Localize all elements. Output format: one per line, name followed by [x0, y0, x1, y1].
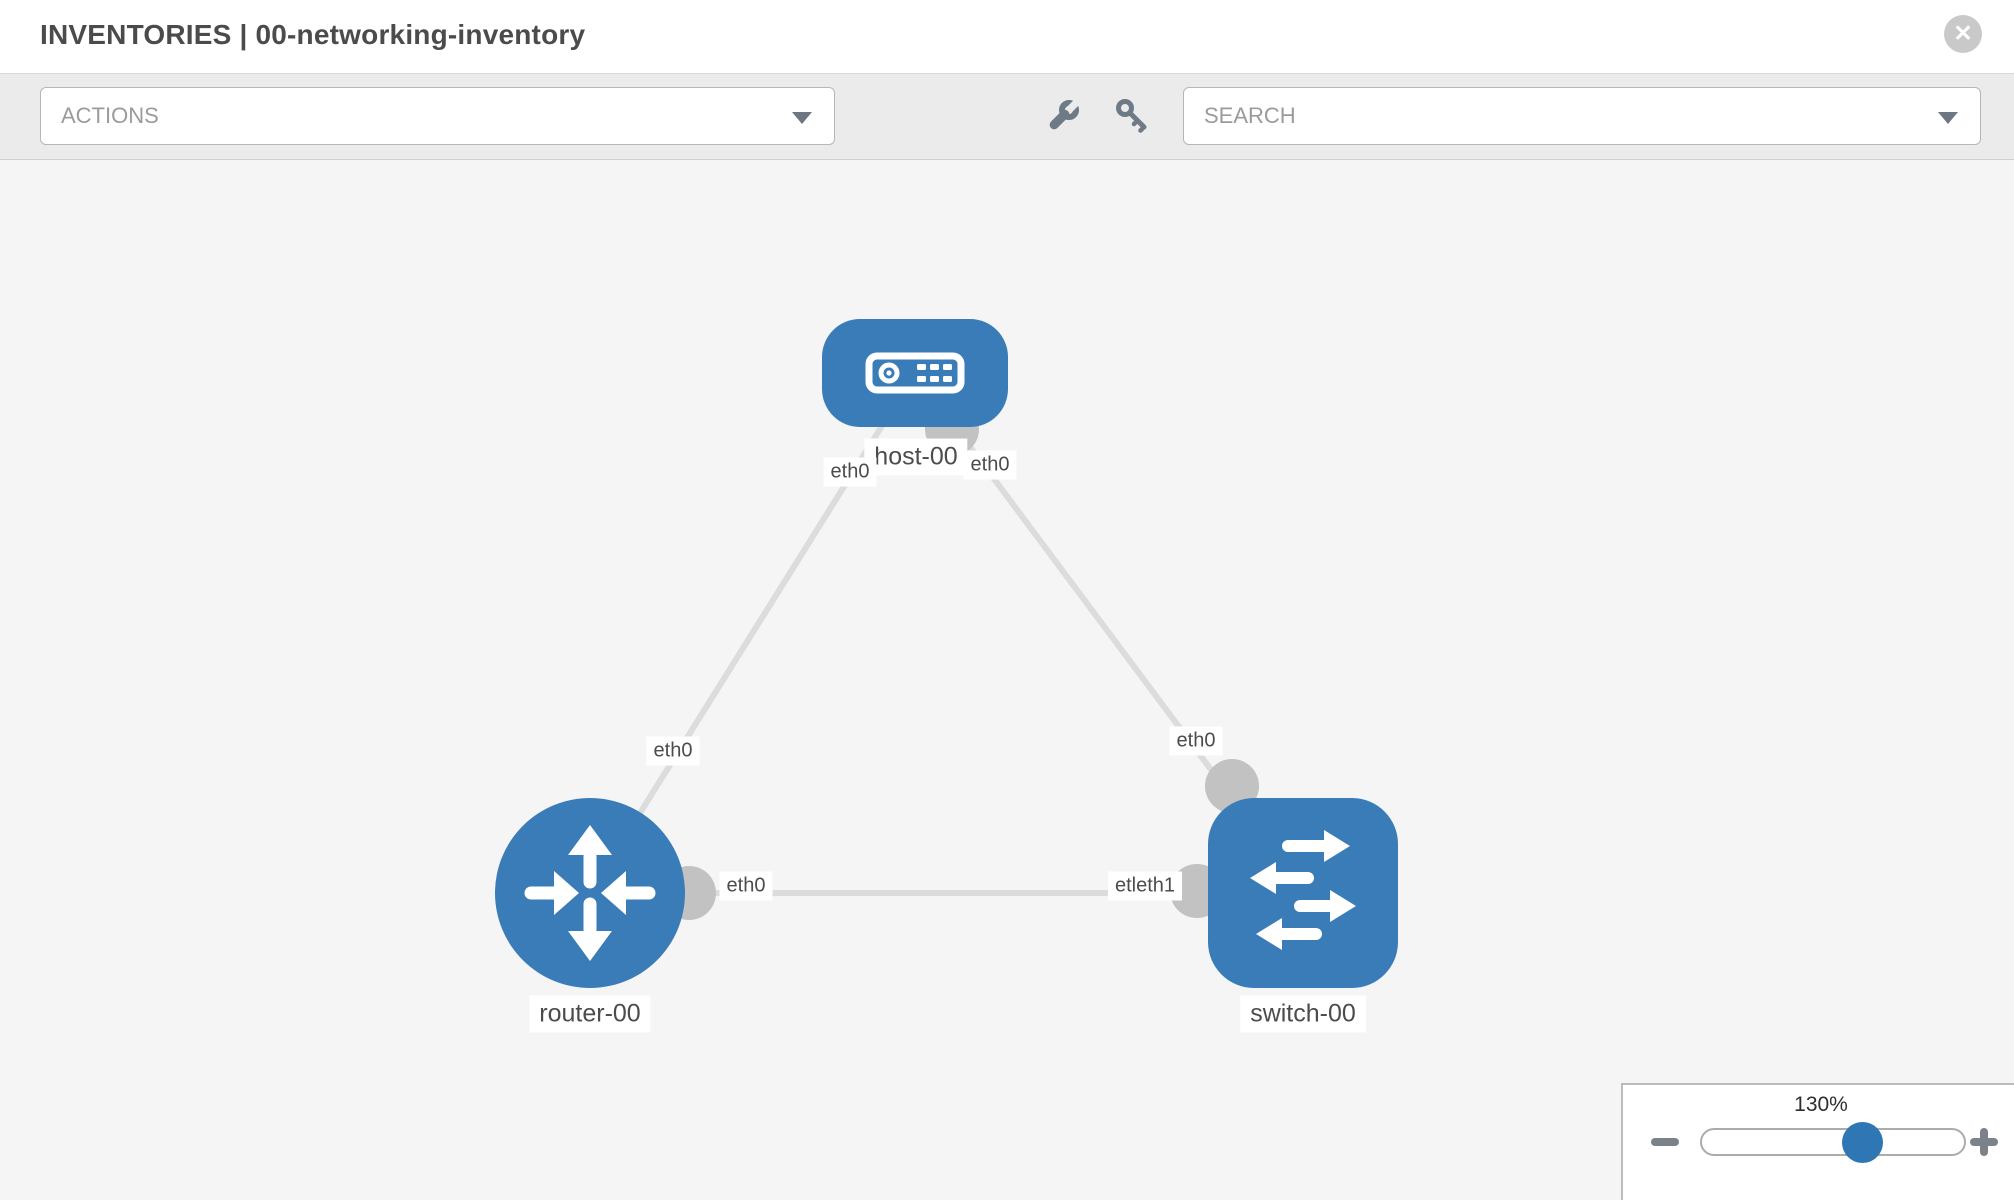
interface-label: eth0: [719, 871, 773, 901]
interface-label: eth0: [963, 450, 1017, 480]
zoom-out-minus-icon[interactable]: [1651, 1138, 1679, 1146]
node-switch-00[interactable]: [1208, 798, 1398, 988]
node-router-00[interactable]: [495, 798, 685, 988]
actions-dropdown-label: ACTIONS: [61, 103, 159, 128]
zoom-slider-track[interactable]: [1700, 1128, 1966, 1156]
interface-label: etleth1: [1107, 871, 1183, 901]
node-label-host-00: host-00: [864, 438, 968, 476]
host-icon: [865, 352, 965, 394]
node-label-switch-00: switch-00: [1240, 995, 1366, 1033]
node-label-router-00: router-00: [529, 995, 651, 1033]
topology-canvas[interactable]: host-00 router-00 switch-00 eth0 eth0 et…: [0, 160, 2014, 1200]
header-bar: INVENTORIES | 00-networking-inventory ✕: [0, 0, 2014, 74]
actions-dropdown[interactable]: ACTIONS: [40, 87, 835, 145]
switch-icon: [1250, 830, 1356, 950]
toolbar: ACTIONS SEARCH: [0, 74, 2014, 160]
close-button[interactable]: ✕: [1944, 15, 1982, 53]
node-host-00[interactable]: [822, 319, 1008, 427]
interface-label: eth0: [646, 736, 700, 766]
search-dropdown-label: SEARCH: [1204, 103, 1296, 128]
links-layer: [587, 371, 1306, 896]
key-icon[interactable]: [1113, 96, 1153, 136]
search-dropdown[interactable]: SEARCH: [1183, 87, 1981, 145]
chevron-down-icon: [792, 112, 812, 124]
zoom-control-panel: 130%: [1621, 1083, 2014, 1200]
zoom-in-plus-icon[interactable]: [1970, 1128, 1998, 1156]
wrench-icon[interactable]: [1046, 96, 1086, 136]
interface-label: eth0: [823, 457, 877, 487]
close-icon: ✕: [1953, 19, 1973, 46]
page-title: INVENTORIES | 00-networking-inventory: [40, 19, 586, 50]
chevron-down-icon: [1938, 112, 1958, 124]
plus-bar: [1980, 1128, 1988, 1156]
zoom-level-value: 130%: [1794, 1093, 1848, 1116]
zoom-slider-thumb[interactable]: [1842, 1122, 1883, 1163]
router-icon: [524, 825, 656, 961]
interface-label: eth0: [1169, 726, 1223, 756]
